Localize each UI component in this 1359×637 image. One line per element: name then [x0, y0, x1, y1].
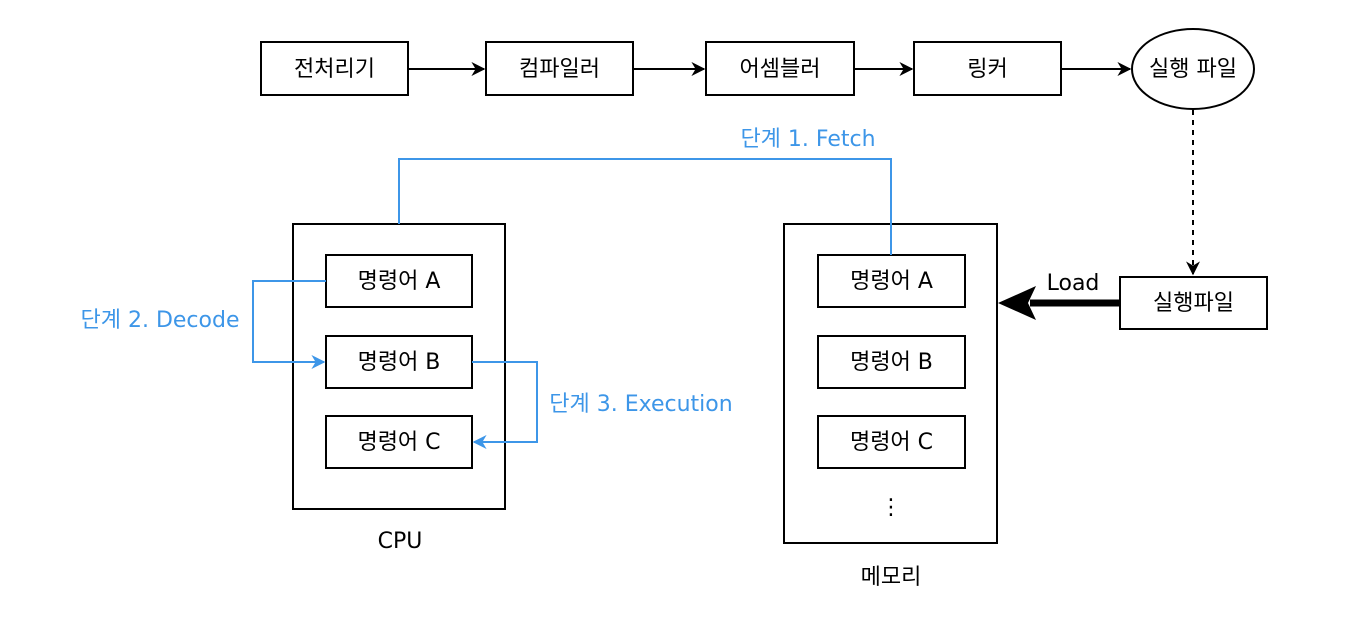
memory-instruction-a-label: 명령어 A	[850, 269, 933, 294]
memory-ellipsis: ⋮	[880, 495, 902, 520]
execution-connector	[472, 361, 538, 449]
load-arrow	[998, 286, 1120, 320]
fetch-connector	[398, 158, 892, 255]
stage-fetch-label: 단계 1. Fetch	[740, 127, 875, 152]
cpu-instruction-a: 명령어 A	[325, 254, 473, 308]
pipeline-preprocessor: 전처리기	[260, 41, 409, 96]
cpu-instruction-c: 명령어 C	[325, 415, 473, 469]
memory-instruction-a: 명령어 A	[817, 254, 966, 308]
memory-instruction-c: 명령어 C	[817, 415, 966, 469]
memory-instruction-c-label: 명령어 C	[850, 430, 933, 455]
cpu-instruction-b: 명령어 B	[325, 335, 473, 389]
stage-execution-label: 단계 3. Execution	[549, 392, 732, 417]
pipeline-compiler: 컴파일러	[485, 41, 634, 96]
memory-instruction-b-label: 명령어 B	[850, 350, 933, 375]
executable-file-label: 실행파일	[1153, 291, 1234, 316]
cpu-instruction-b-label: 명령어 B	[358, 350, 441, 375]
load-label: Load	[1047, 271, 1100, 296]
pipeline-executable-label: 실행 파일	[1149, 57, 1237, 82]
cpu-instruction-c-label: 명령어 C	[357, 430, 440, 455]
pipeline-assembler: 어셈블러	[705, 41, 855, 96]
pipeline-executable-output: 실행 파일	[1131, 28, 1255, 110]
stage-decode-label: 단계 2. Decode	[81, 308, 240, 333]
decode-connector	[252, 280, 326, 369]
pipeline-linker-label: 링커	[967, 57, 1007, 82]
pipeline-assembler-label: 어셈블러	[740, 57, 821, 82]
pipeline-linker: 링커	[913, 41, 1062, 96]
memory-instruction-b: 명령어 B	[817, 335, 966, 389]
cpu-label: CPU	[378, 529, 423, 554]
memory-label: 메모리	[861, 565, 922, 590]
pipeline-compiler-label: 컴파일러	[519, 57, 600, 82]
cpu-instruction-a-label: 명령어 A	[358, 269, 441, 294]
pipeline-preprocessor-label: 전처리기	[294, 57, 375, 82]
executable-file-box: 실행파일	[1119, 276, 1268, 330]
